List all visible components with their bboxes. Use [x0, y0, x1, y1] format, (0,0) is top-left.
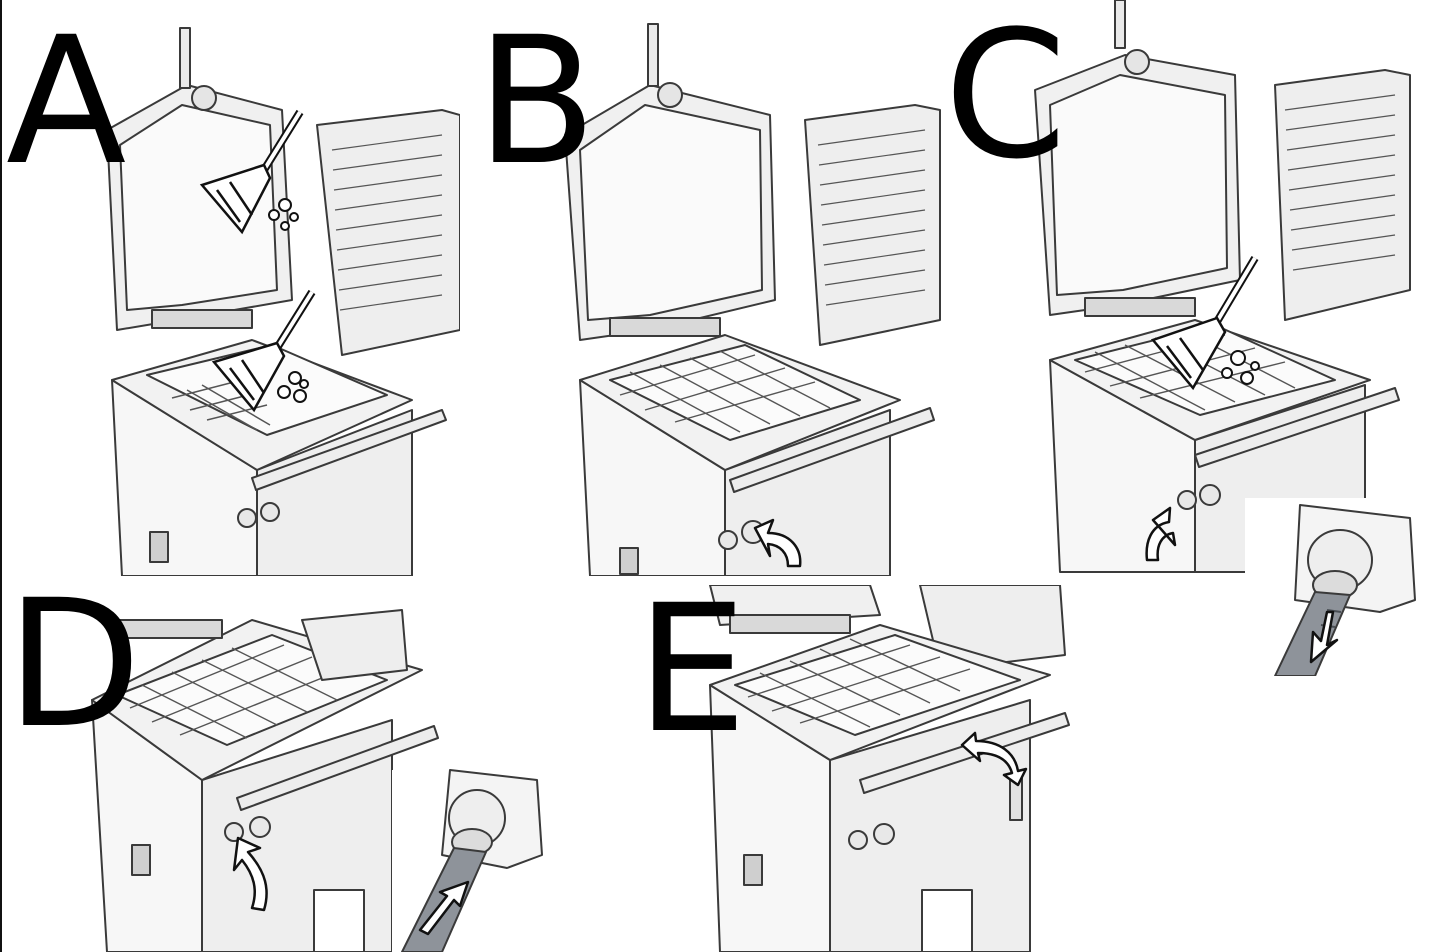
step-label: B [476, 14, 593, 190]
step-label: A [6, 14, 122, 190]
step-label: E [636, 582, 743, 758]
step-label: C [944, 8, 1063, 184]
step-label: D [6, 577, 138, 753]
